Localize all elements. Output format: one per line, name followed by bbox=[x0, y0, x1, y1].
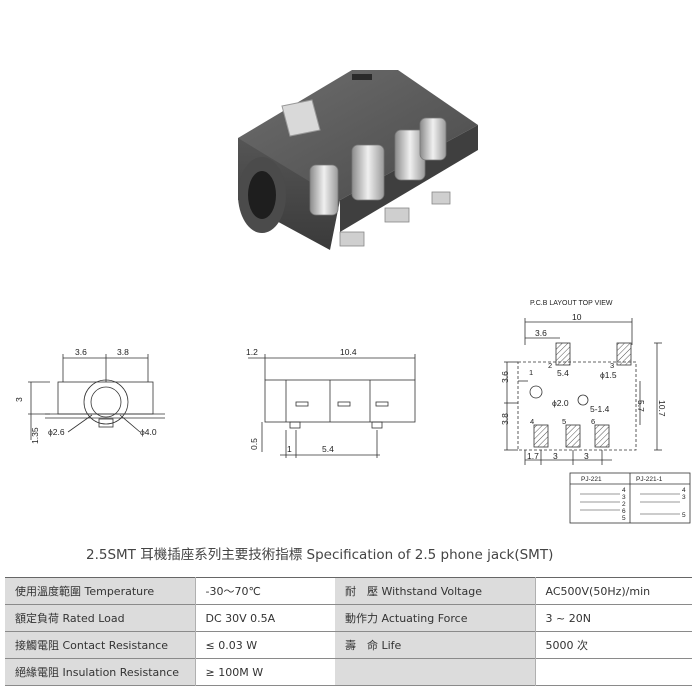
schematic-left-pin-c: 2 bbox=[622, 501, 626, 508]
pcb-pin-6: 6 bbox=[591, 417, 595, 426]
spec-row: 額定負荷 Rated Load DC 30V 0.5A 動作力 Actuatin… bbox=[5, 604, 692, 632]
pcb-dim-hole1: ϕ1.5 bbox=[600, 370, 617, 380]
front-dim-hole-small: ϕ2.6 bbox=[48, 427, 65, 437]
jack-body bbox=[238, 70, 478, 250]
side-dim-pad-offset: 1 bbox=[287, 444, 292, 454]
pcb-dim-width: 10 bbox=[572, 312, 582, 322]
pcb-dim-b3: 3 bbox=[584, 451, 589, 461]
schematic-label-right: PJ-221-1 bbox=[636, 476, 663, 483]
spec-label: 壽 命 Life bbox=[335, 631, 535, 659]
spec-value: AC500V(50Hz)/min bbox=[534, 577, 692, 605]
spec-label: 動作力 Actuating Force bbox=[335, 604, 535, 632]
spec-row: 使用溫度範圍 Temperature -30～70℃ 耐 壓 Withstand… bbox=[5, 577, 692, 605]
spec-row: 絕緣電阻 Insulation Resistance ≥ 100M W bbox=[5, 658, 692, 686]
side-dim-left: 1.2 bbox=[246, 347, 258, 357]
schematic-left-pin-b: 3 bbox=[622, 494, 626, 501]
schematic-label-left: PJ-221 bbox=[581, 476, 602, 483]
technical-drawings: 3.6 3.8 3 1.35 ϕ2.6 ϕ4.0 1.2 10.4 1 5.4 … bbox=[14, 300, 691, 524]
side-dim-height: 0.5 bbox=[249, 438, 259, 450]
spec-label: 使用溫度範圍 Temperature bbox=[5, 577, 195, 605]
pcb-dim-offset: 3.6 bbox=[535, 328, 547, 338]
pcb-pin-3: 3 bbox=[610, 361, 614, 370]
spec-value: -30～70℃ bbox=[194, 577, 335, 605]
pcb-dim-height-mid: 5.7 bbox=[636, 400, 646, 412]
pcb-dim-b2: 3 bbox=[553, 451, 558, 461]
front-dim-height-top: 3 bbox=[14, 397, 24, 402]
schematic-left-pin-a: 4 bbox=[622, 487, 626, 494]
schematic-right-pin-c: 5 bbox=[682, 512, 686, 519]
front-dim-hole-large: ϕ4.0 bbox=[140, 427, 157, 437]
spec-title: 2.5SMT 耳機插座系列主要技術指標 Specification of 2.5… bbox=[86, 547, 554, 563]
schematic-left-pin-d: 6 bbox=[622, 508, 626, 515]
product-photo bbox=[238, 70, 478, 250]
spec-value: 5000 次 bbox=[534, 631, 692, 659]
spec-value: ≥ 100M W bbox=[194, 658, 335, 686]
front-dim-width-right: 3.8 bbox=[117, 347, 129, 357]
spec-label: 耐 壓 Withstand Voltage bbox=[335, 577, 535, 605]
schematic-left-pin-e: 5 bbox=[622, 515, 626, 522]
spec-label: 接觸電阻 Contact Resistance bbox=[5, 631, 195, 659]
pcb-dim-height-total: 10.7 bbox=[657, 400, 667, 417]
side-dim-length: 10.4 bbox=[340, 347, 357, 357]
pcb-title: P.C.B LAYOUT TOP VIEW bbox=[530, 300, 613, 307]
spec-label: 額定負荷 Rated Load bbox=[5, 604, 195, 632]
spec-table: 使用溫度範圍 Temperature -30～70℃ 耐 壓 Withstand… bbox=[5, 577, 692, 686]
schematic-right-pin-b: 3 bbox=[682, 494, 686, 501]
spec-value: ≤ 0.03 W bbox=[194, 631, 335, 659]
pcb-dim-v-upper: 3.6 bbox=[500, 371, 510, 383]
pcb-dim-pitch: 5.4 bbox=[557, 368, 569, 378]
pcb-dim-spacing: 5-1.4 bbox=[590, 404, 610, 414]
pcb-pin-2: 2 bbox=[548, 361, 552, 370]
pcb-pin-5: 5 bbox=[562, 417, 566, 426]
spec-value bbox=[534, 658, 692, 686]
spec-value: DC 30V 0.5A bbox=[194, 604, 335, 632]
side-view-drawing bbox=[248, 354, 416, 458]
front-dim-height-bottom: 1.35 bbox=[30, 427, 40, 444]
spec-value: 3 ~ 20N bbox=[534, 604, 692, 632]
pcb-pin-4: 4 bbox=[530, 417, 534, 426]
spec-label: 絕緣電阻 Insulation Resistance bbox=[5, 658, 195, 686]
front-dim-width-left: 3.6 bbox=[75, 347, 87, 357]
spec-row: 接觸電阻 Contact Resistance ≤ 0.03 W 壽 命 Lif… bbox=[5, 631, 692, 659]
pcb-dim-v-lower: 3.8 bbox=[500, 413, 510, 425]
schematic-right-pin-a: 4 bbox=[682, 487, 686, 494]
spec-label bbox=[335, 658, 535, 686]
front-view-drawing bbox=[28, 354, 165, 440]
pcb-pin-1: 1 bbox=[529, 368, 533, 377]
side-dim-pad-pitch: 5.4 bbox=[322, 444, 334, 454]
pcb-dim-hole2: ϕ2.0 bbox=[552, 398, 569, 408]
pcb-dim-b1: 1.7 bbox=[527, 451, 539, 461]
